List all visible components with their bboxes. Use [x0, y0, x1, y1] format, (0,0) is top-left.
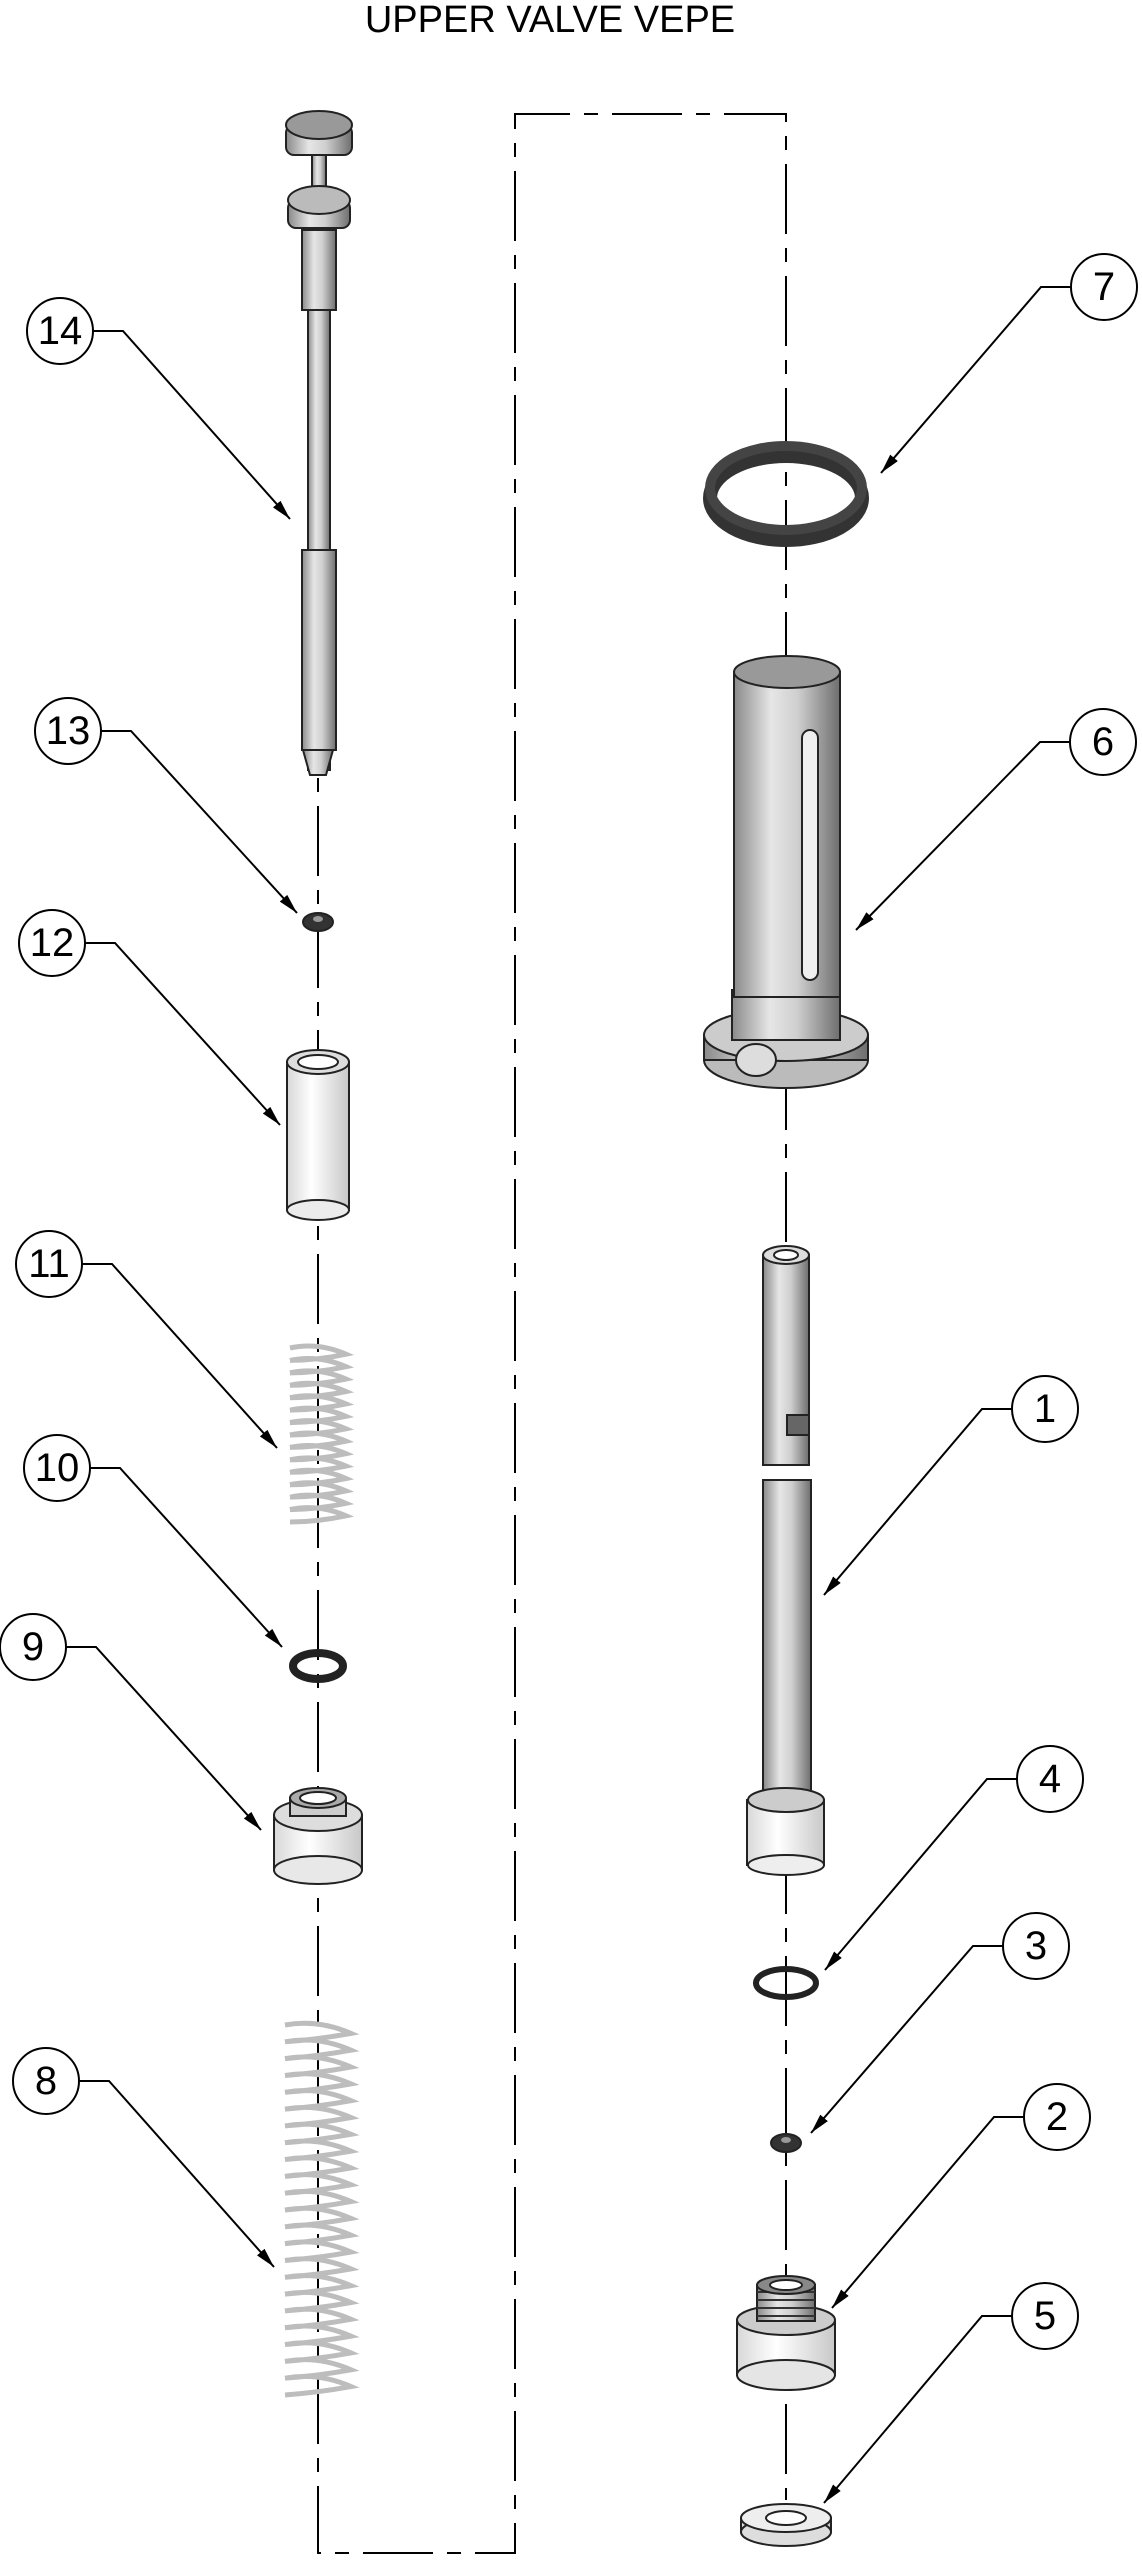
leader-arrow — [82, 1263, 278, 1449]
callout-5: 5 — [823, 2282, 1079, 2504]
part-number-label: 6 — [1092, 720, 1114, 764]
part-2-fitting — [736, 2275, 836, 2391]
part-9-bushing — [273, 1787, 363, 1885]
part-14-stem — [285, 110, 353, 776]
part-10-oring — [289, 1649, 347, 1683]
callout-2: 2 — [831, 2083, 1091, 2309]
part-number-label: 9 — [22, 1625, 44, 1669]
leader-arrow — [823, 1408, 1012, 1596]
leader-arrow — [85, 942, 281, 1126]
callout-10: 10 — [23, 1434, 283, 1648]
leader-arrow — [810, 1945, 1003, 2134]
part-8-spring — [284, 2020, 360, 2398]
callout-12: 12 — [18, 909, 281, 1126]
part-3-washer — [770, 2133, 802, 2153]
leader-arrow — [831, 2116, 1024, 2309]
part-number-label: 14 — [38, 309, 83, 353]
callout-11: 11 — [15, 1230, 278, 1449]
part-number-label: 12 — [30, 921, 75, 965]
part-number-label: 3 — [1025, 1924, 1047, 1968]
callout-balloon — [12, 2047, 80, 2115]
callout-13: 13 — [34, 697, 298, 914]
callout-balloon — [23, 1434, 91, 1502]
part-number-label: 8 — [35, 2059, 57, 2103]
callout-8: 8 — [12, 2047, 275, 2268]
callout-balloon — [0, 1613, 67, 1681]
leader-arrow — [824, 1778, 1017, 1971]
leader-arrow — [101, 730, 298, 914]
callout-balloon — [1002, 1912, 1070, 1980]
diagram-title: UPPER VALVE VEPE — [365, 0, 735, 41]
leader-arrow — [855, 741, 1070, 931]
callout-balloon — [34, 697, 102, 765]
part-number-label: 4 — [1039, 1757, 1061, 1801]
part-number-label: 1 — [1034, 1387, 1056, 1431]
part-7-seal-ring — [703, 441, 869, 547]
part-number-label: 2 — [1046, 2095, 1068, 2139]
callout-balloon — [15, 1230, 83, 1298]
part-11-spring — [289, 1343, 355, 1525]
leader-arrow — [90, 1467, 283, 1648]
part-1-shaft — [746, 1245, 825, 1876]
callout-1: 1 — [823, 1375, 1079, 1596]
callout-balloon — [1011, 2282, 1079, 2350]
part-5-washer — [740, 2503, 832, 2547]
callout-14: 14 — [26, 297, 291, 520]
part-13-washer — [302, 912, 334, 932]
callout-balloon — [1016, 1745, 1084, 1813]
callout-balloon — [1069, 708, 1137, 776]
part-number-label: 5 — [1034, 2294, 1056, 2338]
callout-balloon — [18, 909, 86, 977]
part-4-oring — [753, 1966, 819, 2000]
leader-arrow — [66, 1646, 262, 1831]
part-number-label: 11 — [28, 1242, 70, 1286]
callout-balloon — [1070, 253, 1138, 321]
part-12-sleeve — [286, 1049, 350, 1221]
callout-9: 9 — [0, 1613, 262, 1831]
part-number-label: 7 — [1093, 265, 1115, 309]
leader-arrow — [93, 330, 291, 520]
callout-balloon — [1011, 1375, 1079, 1443]
callout-7: 7 — [880, 253, 1138, 474]
leader-arrow — [79, 2080, 275, 2268]
callout-balloon — [1023, 2083, 1091, 2151]
callout-balloon — [26, 297, 94, 365]
callout-4: 4 — [824, 1745, 1084, 1971]
leader-arrow — [880, 286, 1071, 474]
callout-6: 6 — [855, 708, 1137, 931]
leader-arrow — [823, 2315, 1012, 2504]
part-number-label: 13 — [46, 709, 91, 753]
callout-3: 3 — [810, 1912, 1070, 2134]
part-number-label: 10 — [35, 1446, 80, 1490]
part-6-tube — [703, 655, 869, 1089]
